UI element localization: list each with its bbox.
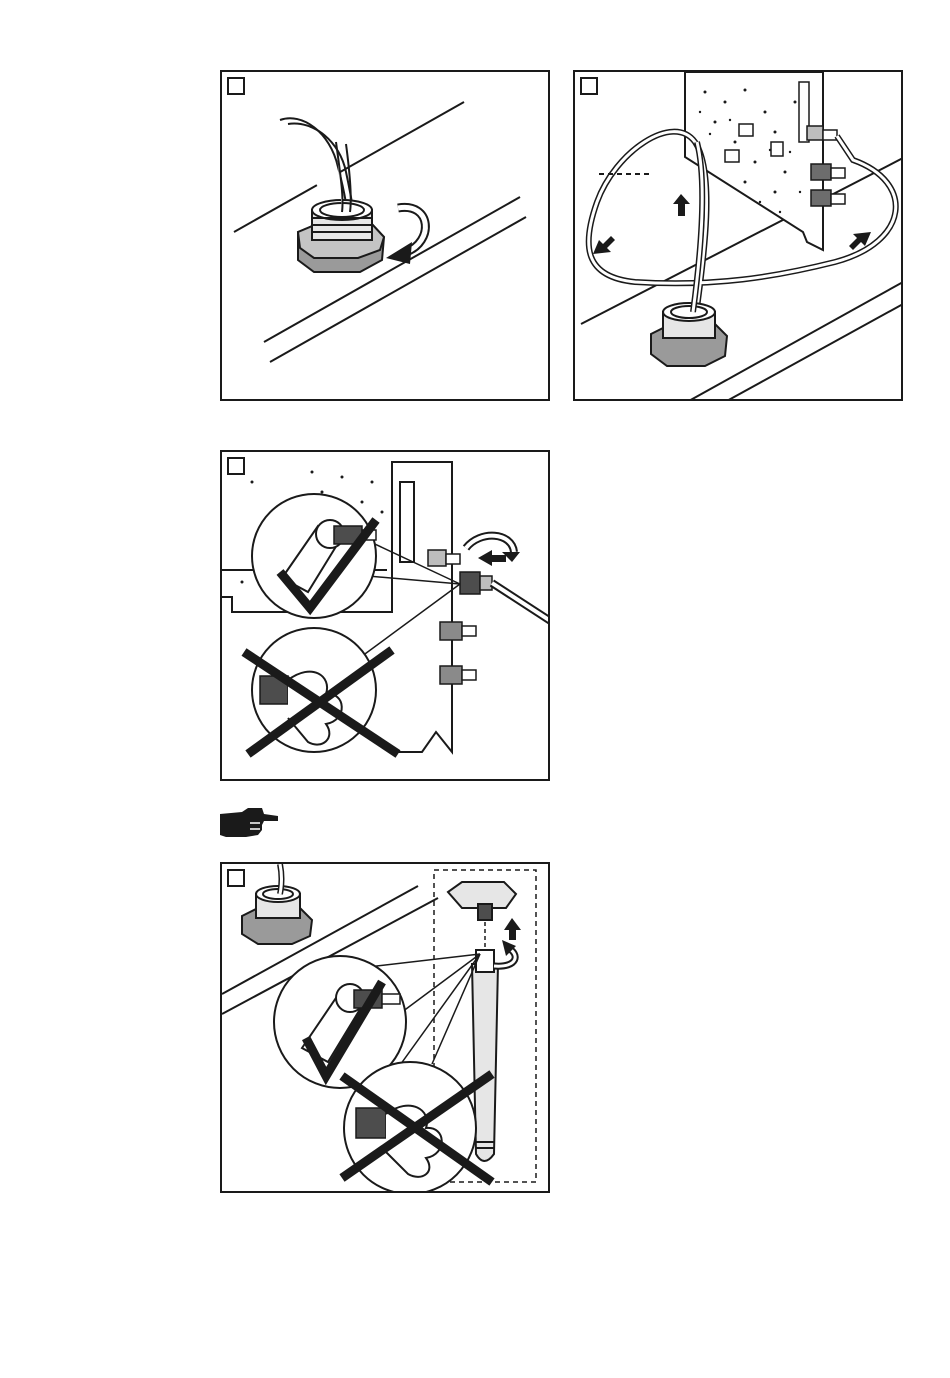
cable-gland [651, 303, 727, 366]
incorrect-callout [342, 1062, 492, 1193]
pointing-hand-icon [218, 806, 282, 840]
rotate-arrow-icon [494, 940, 516, 966]
cable-gland [242, 886, 312, 944]
step-number-box [227, 77, 245, 95]
figure-antenna-cable-routing [573, 70, 903, 401]
rotate-arrow-icon [386, 207, 425, 264]
figure-connector-tightening [220, 450, 550, 781]
step-number-box [227, 457, 245, 475]
step-number-box [580, 77, 598, 95]
correct-callout [252, 494, 376, 618]
arrow-left-icon [478, 550, 506, 566]
antenna-mount-illustration [222, 864, 550, 1193]
arrow-down-left-icon [593, 236, 615, 254]
figure-antenna-mount [220, 862, 550, 1193]
figure-cable-gland [220, 70, 550, 401]
sma-connectors [428, 550, 492, 684]
connector-tightening-illustration [222, 452, 550, 781]
antenna-routing-illustration [575, 72, 903, 401]
cable-gland-illustration [222, 72, 550, 401]
arrow-up-icon [673, 194, 690, 216]
antenna-base [448, 882, 516, 920]
arrow-up-icon [504, 918, 521, 940]
step-number-box [227, 869, 245, 887]
